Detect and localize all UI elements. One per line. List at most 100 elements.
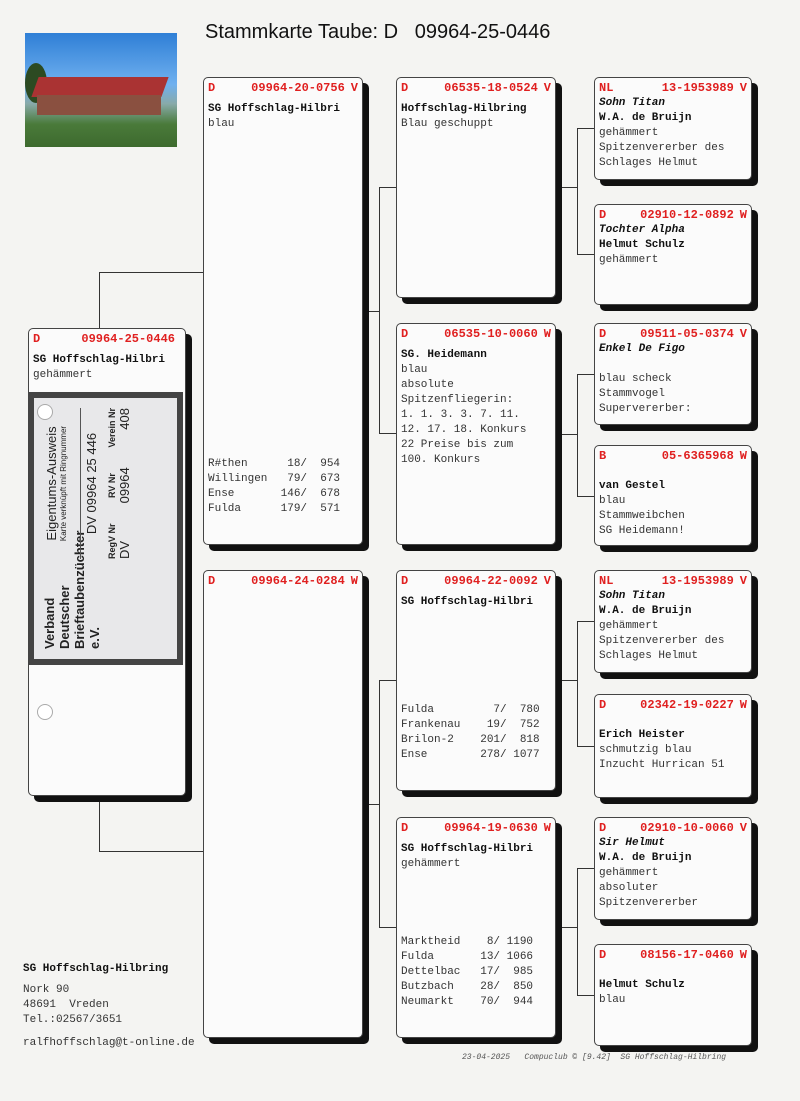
- country-code: D: [208, 574, 216, 588]
- sex-code: W: [543, 327, 551, 341]
- race-result: Butzbach 28/ 850: [401, 981, 534, 993]
- sex-code: V: [350, 81, 358, 95]
- info-line: Hoffschlag-Hilbring: [401, 103, 527, 115]
- city: 48691 Vreden: [23, 999, 109, 1011]
- race-result: Brilon-2 201/ 818: [401, 734, 540, 746]
- info-line: gehämmert: [401, 858, 461, 870]
- sex-code: V: [739, 821, 747, 835]
- info-line: Stammweibchen: [599, 510, 685, 522]
- info-line: Sir Helmut: [599, 837, 666, 849]
- info-line: 1. 1. 3. 3. 7. 11.: [401, 409, 520, 421]
- info-line: blau: [208, 118, 235, 130]
- info-line: blau: [599, 495, 626, 507]
- race-result: Ense 278/ 1077: [401, 749, 540, 761]
- info-line: [599, 713, 747, 728]
- punch-hole: [37, 704, 53, 720]
- sex-code: W: [543, 821, 551, 835]
- country-code: D: [599, 948, 607, 962]
- card-label: RV Nr: [107, 473, 117, 498]
- info-line: absolute: [401, 379, 454, 391]
- ring-number: 09964-25-0446: [81, 332, 175, 346]
- info-line: Enkel De Figo: [599, 343, 685, 355]
- info-line: SG Hoffschlag-Hilbri: [401, 596, 534, 608]
- info-line: van Gestel: [599, 480, 666, 492]
- card-title: Eigentums-Ausweis: [44, 426, 59, 541]
- info-line: Schlages Helmut: [599, 157, 699, 169]
- race-result: Willingen 79/ 673: [208, 473, 341, 485]
- sex-code: V: [739, 81, 747, 95]
- street: Nork 90: [23, 984, 70, 996]
- ancestor-box: D 09964-19-0630 W SG Hoffschlag-Hilbri gehäm…: [396, 817, 556, 1038]
- info-line: blau: [599, 994, 626, 1006]
- sex-code: V: [739, 327, 747, 341]
- race-result: Ense 146/ 678: [208, 488, 341, 500]
- breeder-address: SG Hoffschlag-Hilbring Nork 90 48691 Vre…: [23, 962, 195, 1051]
- card-label: RegV Nr: [107, 523, 117, 559]
- info-line: schmutzig blau: [599, 744, 692, 756]
- ring-number: 09964-19-0630: [444, 821, 538, 835]
- race-result: R#then 18/ 954: [208, 458, 341, 470]
- info-line: W.A. de Bruijn: [599, 852, 692, 864]
- info-line: gehämmert: [599, 620, 659, 632]
- country-code: NL: [599, 81, 614, 95]
- race-result: Frankenau 19/ 752: [401, 719, 540, 731]
- info-line: Tochter Alpha: [599, 224, 685, 236]
- ring-number: 05-6365968: [661, 449, 734, 463]
- ring-number: 06535-18-0524: [444, 81, 538, 95]
- country-code: D: [599, 821, 607, 835]
- phone: Tel.:02567/3651: [23, 1014, 123, 1026]
- ring-number: 08156-17-0460: [640, 948, 734, 962]
- info-line: gehämmert: [599, 127, 659, 139]
- info-line: Spitzenfliegerin:: [401, 394, 514, 406]
- info-line: Spitzenvererber des: [599, 635, 725, 647]
- breeder-name: SG Hoffschlag-Hilbring: [23, 963, 169, 975]
- info-line: SG Hoffschlag-Hilbri: [401, 843, 534, 855]
- sex-code: W: [739, 698, 747, 712]
- info-line: Sohn Titan: [599, 590, 666, 602]
- card-value: 09964: [117, 467, 132, 504]
- country-code: B: [599, 449, 607, 463]
- page-title: Stammkarte Taube: D 09964-25-0446: [205, 21, 551, 43]
- country-code: D: [401, 821, 409, 835]
- country-code: D: [599, 208, 607, 222]
- race-result: Marktheid 8/ 1190: [401, 936, 534, 948]
- country-code: D: [208, 81, 216, 95]
- sex-code: W: [739, 948, 747, 962]
- info-line: SG. Heidemann: [401, 349, 487, 361]
- info-line: Inzucht Hurrican 51: [599, 759, 725, 771]
- country-code: D: [401, 327, 409, 341]
- info-line: Schlages Helmut: [599, 650, 699, 662]
- ring-number: 09964-22-0092: [444, 574, 538, 588]
- info-line: gehämmert: [599, 867, 659, 879]
- race-result: Neumarkt 70/ 944: [401, 996, 534, 1008]
- card-label: Verein Nr: [107, 408, 117, 448]
- info-line: blau: [401, 364, 428, 376]
- email: ralfhoffschlag@t-online.de: [23, 1037, 195, 1049]
- ring-number: 02910-10-0060: [640, 821, 734, 835]
- sex-code: W: [739, 208, 747, 222]
- sex-code: V: [739, 574, 747, 588]
- info-line: blau scheck: [599, 373, 672, 385]
- info-line: Blau geschuppt: [401, 118, 494, 130]
- ring-number: 13-1953989: [661, 81, 734, 95]
- info-line: gehämmert: [33, 369, 93, 381]
- ring-number: 09964-24-0284: [251, 574, 345, 588]
